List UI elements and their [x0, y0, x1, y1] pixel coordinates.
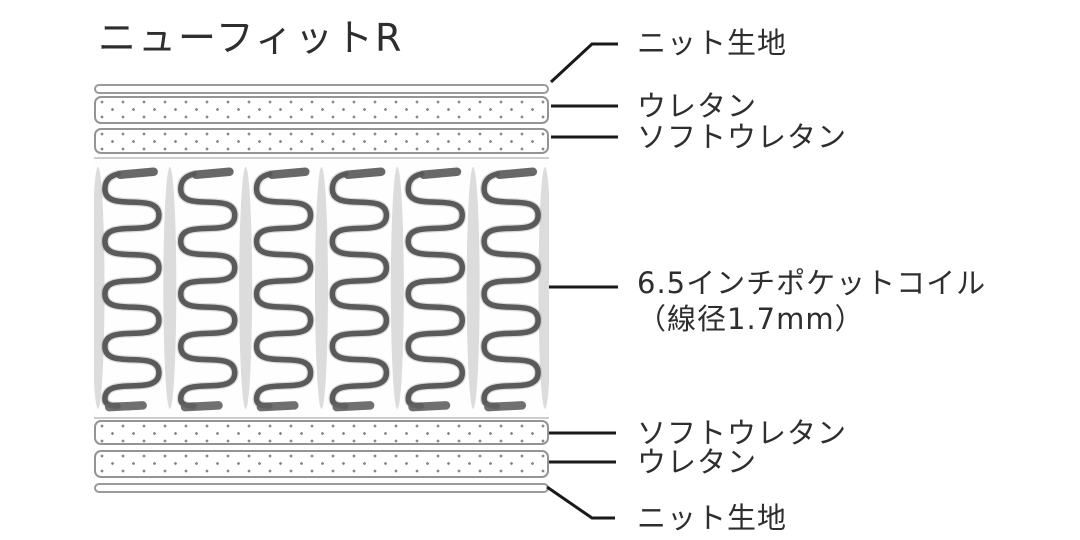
pocket-coil-illustration	[94, 167, 549, 412]
layer-knit-bottom	[94, 483, 549, 493]
pocket-fabric-divider	[315, 167, 328, 409]
coil-spring-wire	[405, 171, 466, 409]
coil-bottom-cap	[180, 401, 223, 412]
coil-bottom-cap	[484, 401, 527, 412]
leader-line-knit-top	[549, 42, 618, 84]
coil-spring-halo	[100, 170, 163, 410]
layer-label-soft-urethane-top: ソフトウレタン	[637, 120, 848, 154]
coil-top-cap	[191, 167, 234, 179]
layer-label-pocket-coil-wire-diameter: （線径1.7mm）	[637, 302, 865, 336]
layer-label-soft-urethane-bottom: ソフトウレタン	[637, 416, 848, 450]
pocket-fabric-divider	[466, 167, 480, 409]
pocket-fabric-divider	[163, 167, 177, 409]
coil-bottom-cap	[256, 401, 299, 412]
pocket-fabric-divider	[94, 167, 105, 409]
coil-spring-wire	[329, 171, 390, 409]
coil-spring-halo	[176, 170, 239, 410]
layer-pocket-coil	[94, 157, 549, 419]
coil-spring-wire	[102, 171, 162, 409]
coil-spring-halo	[252, 170, 315, 410]
coil-bottom-cap	[408, 401, 451, 412]
layer-urethane-bottom	[94, 450, 549, 478]
coil-top-cap	[495, 167, 538, 179]
layer-label-pocket-coil: 6.5インチポケットコイル	[637, 266, 987, 300]
coil-spring-wire	[481, 171, 541, 409]
layer-label-urethane-top: ウレタン	[637, 89, 758, 123]
layer-label-knit-bottom: ニット生地	[637, 501, 788, 535]
coil-bottom-cap	[104, 401, 147, 412]
coil-top-cap	[267, 167, 310, 179]
layer-urethane-top	[94, 96, 549, 124]
coil-spring-halo	[328, 170, 391, 410]
layer-soft-urethane-top	[94, 128, 549, 154]
pocket-fabric-divider	[239, 167, 253, 409]
coil-spring-halo	[404, 170, 467, 410]
coil-spring-halo	[480, 170, 543, 410]
coil-top-cap	[343, 167, 386, 179]
layer-label-knit-top: ニット生地	[637, 26, 788, 60]
diagram-title: ニューフィットR	[98, 16, 404, 60]
coil-bottom-cap	[332, 401, 375, 412]
pocket-fabric-divider	[390, 167, 404, 409]
coil-top-cap	[419, 167, 462, 179]
coil-top-cap	[116, 167, 158, 179]
coil-spring-wire	[253, 171, 314, 409]
pocket-fabric-divider	[538, 167, 549, 409]
layer-knit-top	[94, 84, 549, 94]
coil-spring-wire	[177, 171, 238, 409]
layer-soft-urethane-bottom	[94, 420, 549, 445]
layer-label-urethane-bottom: ウレタン	[637, 445, 758, 479]
leader-line-knit-bottom	[546, 485, 615, 520]
